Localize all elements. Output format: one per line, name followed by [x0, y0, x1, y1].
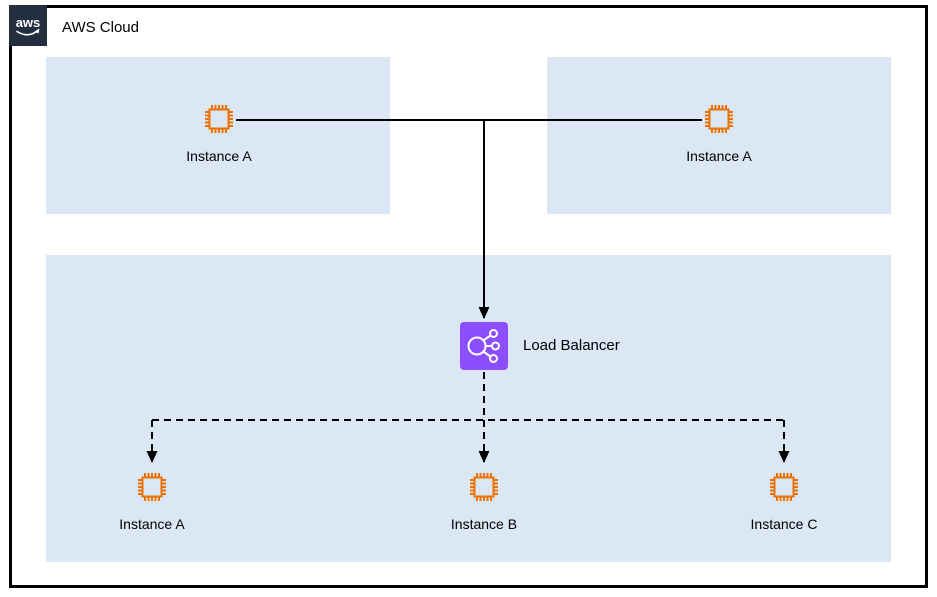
node-instance-bottom-a: Instance A [92, 470, 212, 532]
instance-label: Instance A [186, 148, 252, 164]
group-box-top-right [547, 57, 891, 214]
node-instance-bottom-b: Instance B [424, 470, 544, 532]
node-load-balancer [460, 322, 508, 370]
ec2-instance-icon [205, 105, 233, 133]
instance-label: Instance A [119, 516, 185, 532]
load-balancer-label: Load Balancer [523, 337, 620, 354]
ec2-instance-icon [470, 473, 498, 501]
group-box-bottom [46, 255, 891, 562]
aws-cloud-container [9, 5, 928, 588]
instance-label: Instance A [686, 148, 752, 164]
aws-logo-icon: aws [16, 15, 41, 36]
ec2-instance-icon [705, 105, 733, 133]
node-instance-bottom-c: Instance C [724, 470, 844, 532]
node-instance-top-right: Instance A [659, 102, 779, 164]
ec2-instance-icon [770, 473, 798, 501]
aws-logo-text: aws [16, 15, 41, 30]
aws-cloud-label: AWS Cloud [62, 19, 139, 36]
load-balancer-icon [467, 329, 500, 363]
aws-logo: aws [9, 5, 47, 46]
instance-label: Instance B [450, 516, 518, 532]
instance-label: Instance C [750, 516, 818, 532]
group-box-top-left [46, 57, 390, 214]
node-instance-top-left: Instance A [159, 102, 279, 164]
ec2-instance-icon [138, 473, 166, 501]
